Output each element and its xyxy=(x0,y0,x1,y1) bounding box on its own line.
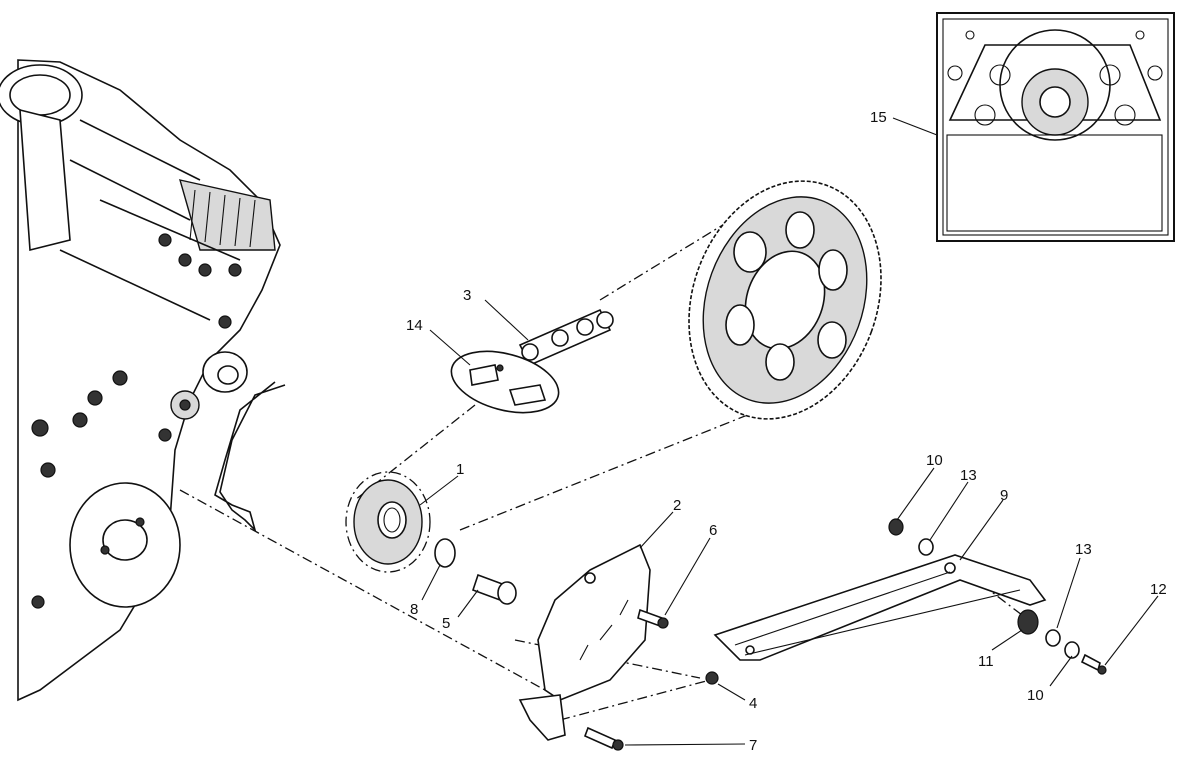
slider-screw xyxy=(1080,653,1107,675)
callout-15: 15 xyxy=(870,109,887,126)
callout-13-lower: 13 xyxy=(1075,541,1092,558)
callout-13-upper: 13 xyxy=(960,467,977,484)
callout-9: 9 xyxy=(1000,487,1008,504)
callout-1: 1 xyxy=(456,461,464,478)
cover-bolt xyxy=(637,608,669,629)
callout-12: 12 xyxy=(1150,581,1167,598)
inset-detail-box xyxy=(936,12,1175,242)
washer-lower xyxy=(1064,641,1080,659)
callout-3: 3 xyxy=(463,287,471,304)
sprocket-cover xyxy=(518,543,651,741)
bushing xyxy=(1017,609,1039,635)
callout-6: 6 xyxy=(709,522,717,539)
spacer-washer-upper xyxy=(918,538,934,556)
callout-14: 14 xyxy=(406,317,423,334)
callout-10-lower: 10 xyxy=(1027,687,1044,704)
callout-11: 11 xyxy=(978,653,994,670)
callout-5: 5 xyxy=(442,615,450,632)
chain-slider xyxy=(713,554,1047,661)
cover-gasket xyxy=(214,381,286,533)
engine-block xyxy=(0,59,281,702)
chain-link-segment xyxy=(518,308,614,367)
front-sprocket xyxy=(345,471,431,573)
callout-2: 2 xyxy=(673,497,681,514)
leader-lines xyxy=(419,117,1159,746)
spacer-nut xyxy=(705,671,719,685)
spacer-washer-lower xyxy=(1045,629,1061,647)
callout-7: 7 xyxy=(749,737,757,754)
lower-bolt xyxy=(583,726,624,751)
washer-upper xyxy=(888,518,904,536)
callout-4: 4 xyxy=(749,695,757,712)
sprocket-washer xyxy=(434,538,456,568)
callout-10-upper: 10 xyxy=(926,452,943,469)
callout-labels: 1 2 3 4 5 6 7 8 9 10 10 11 12 13 13 14 1… xyxy=(406,109,1167,754)
rear-sprocket xyxy=(688,180,882,420)
chain-master-link-kit xyxy=(450,350,560,414)
sprocket-screw xyxy=(471,573,517,605)
callout-8: 8 xyxy=(410,601,418,618)
